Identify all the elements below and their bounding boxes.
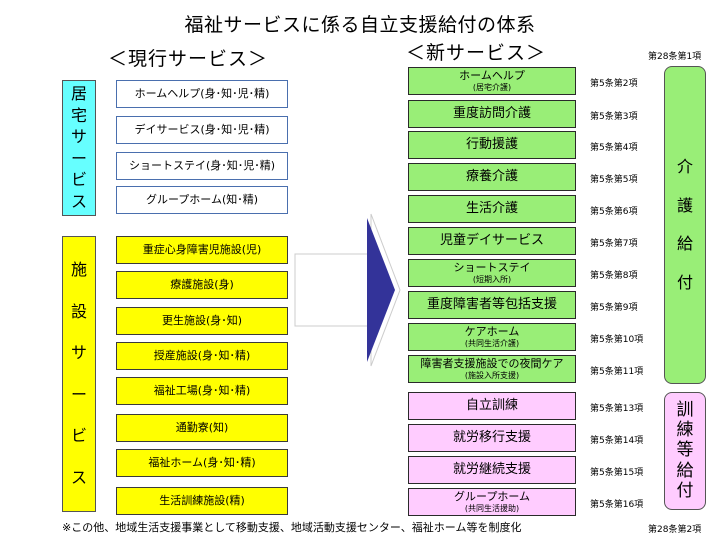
new-service-label: 重度訪問介護 bbox=[452, 105, 531, 121]
new-service-ref: 第5条第16項 bbox=[590, 500, 644, 510]
new-service-ref: 第5条第14項 bbox=[590, 436, 644, 446]
new-service-label: ショートステイ bbox=[453, 261, 531, 275]
new-service-box: 就労移行支援 bbox=[408, 424, 576, 452]
transition-arrow bbox=[294, 213, 401, 367]
new-service-ref: 第5条第7項 bbox=[590, 239, 638, 249]
new-service-note: (居宅介護) bbox=[472, 82, 512, 92]
home-service-label-char: 居 bbox=[70, 84, 87, 104]
new-service-note: (共同生活介護) bbox=[464, 338, 520, 348]
new-service-label: 就労継続支援 bbox=[452, 461, 531, 477]
new-service-note: (短期入所) bbox=[472, 274, 512, 284]
home-service-label-char: ビ bbox=[70, 170, 87, 190]
bottom-ref-label: 第28条第2項 bbox=[648, 525, 702, 535]
new-service-box: 児童デイサービス bbox=[408, 227, 576, 255]
diagram-title: 福祉サービスに係る自立支援給付の体系 bbox=[184, 14, 536, 36]
training-benefit-label-char: 練 bbox=[676, 420, 694, 441]
new-service-box: 障害者支援施設での夜間ケア(施設入所支援) bbox=[408, 355, 576, 383]
new-service-box: 自立訓練 bbox=[408, 392, 576, 420]
training-benefit-label-char: 付 bbox=[676, 480, 694, 501]
care-benefit-label-char: 護 bbox=[676, 195, 693, 215]
new-service-label: 重度障害者等包括支援 bbox=[426, 296, 557, 312]
new-service-box: 重度訪問介護 bbox=[408, 100, 576, 128]
facility-service-box: 福祉工場(身･知･精) bbox=[116, 377, 288, 405]
home-service-label-char: 宅 bbox=[70, 105, 87, 125]
new-service-box: 行動援護 bbox=[408, 131, 576, 159]
new-service-ref: 第5条第5項 bbox=[590, 175, 638, 185]
training-benefit-label-char: 等 bbox=[676, 440, 694, 461]
facility-service-label: 施設サービス bbox=[62, 236, 96, 512]
new-service-ref: 第5条第15項 bbox=[590, 468, 644, 478]
facility-service-label-char: ビ bbox=[70, 426, 87, 446]
new-service-box: ケアホーム(共同生活介護) bbox=[408, 323, 576, 351]
home-service-label-char: サ bbox=[70, 127, 87, 147]
new-service-label: グループホーム bbox=[453, 490, 530, 504]
new-service-ref: 第5条第3項 bbox=[590, 112, 638, 122]
new-service-box: 重度障害者等包括支援 bbox=[408, 291, 576, 319]
new-service-ref: 第5条第6項 bbox=[590, 207, 638, 217]
new-service-label: 生活介護 bbox=[465, 200, 518, 216]
new-services-header: ＜新サービス＞ bbox=[406, 42, 547, 64]
care-benefit-label-char: 介 bbox=[676, 157, 693, 177]
training-benefit-label-char: 訓 bbox=[676, 400, 694, 421]
home-service-box: デイサービス(身･知･児･精) bbox=[116, 116, 288, 144]
facility-service-box: 生活訓練施設(精) bbox=[116, 487, 288, 515]
new-service-ref: 第5条第13項 bbox=[590, 404, 644, 414]
footnote: ※この他、地域生活支援事業として移動支援、地域活動支援センター、福祉ホーム等を制… bbox=[62, 521, 522, 534]
new-service-ref: 第5条第10項 bbox=[590, 335, 644, 345]
care-benefit-label-char: 付 bbox=[676, 272, 693, 292]
facility-service-label-char: サ bbox=[70, 343, 87, 363]
facility-service-box: 療護施設(身) bbox=[116, 271, 288, 299]
facility-service-label-char: 施 bbox=[70, 260, 87, 280]
top-ref-label: 第28条第1項 bbox=[648, 52, 702, 62]
facility-service-box: 更生施設(身･知) bbox=[116, 307, 288, 335]
facility-service-box: 福祉ホーム(身･知･精) bbox=[116, 449, 288, 477]
home-service-label-char: ー bbox=[70, 148, 87, 168]
training-benefit-label: 訓練等給付 bbox=[664, 392, 706, 510]
home-service-label: 居宅サービス bbox=[62, 80, 96, 216]
new-service-label: 行動援護 bbox=[465, 136, 518, 152]
facility-service-label-char: ー bbox=[70, 384, 87, 404]
new-service-ref: 第5条第2項 bbox=[590, 79, 638, 89]
facility-service-label-char: 設 bbox=[70, 301, 87, 321]
new-service-box: ホームヘルプ(居宅介護) bbox=[408, 67, 576, 95]
new-service-ref: 第5条第8項 bbox=[590, 271, 638, 281]
new-service-ref: 第5条第11項 bbox=[590, 367, 644, 377]
new-service-label: 障害者支援施設での夜間ケア bbox=[420, 357, 564, 371]
training-benefit-label-char: 給 bbox=[676, 460, 694, 481]
new-service-box: 生活介護 bbox=[408, 195, 576, 223]
current-services-header: ＜現行サービス＞ bbox=[108, 48, 269, 70]
new-service-label: 療養介護 bbox=[465, 168, 518, 184]
new-service-label: 自立訓練 bbox=[465, 397, 518, 413]
new-service-label: ホームヘルプ bbox=[459, 69, 525, 83]
new-service-label: ケアホーム bbox=[464, 325, 520, 339]
new-service-note: (施設入所支援) bbox=[464, 370, 520, 380]
new-service-ref: 第5条第4項 bbox=[590, 143, 638, 153]
new-service-label: 児童デイサービス bbox=[439, 232, 544, 248]
facility-service-box: 通勤寮(知) bbox=[116, 414, 288, 442]
care-benefit-label-char: 給 bbox=[676, 234, 693, 254]
care-benefit-label: 介護給付 bbox=[664, 66, 706, 384]
new-service-box: 療養介護 bbox=[408, 163, 576, 191]
home-service-box: ショートステイ(身･知･児･精) bbox=[116, 152, 288, 180]
new-service-label: 就労移行支援 bbox=[452, 429, 531, 445]
new-service-box: 就労継続支援 bbox=[408, 456, 576, 484]
new-service-box: ショートステイ(短期入所) bbox=[408, 259, 576, 287]
home-service-label-char: ス bbox=[70, 191, 87, 211]
new-service-ref: 第5条第9項 bbox=[590, 303, 638, 313]
new-service-box: グループホーム(共同生活援助) bbox=[408, 488, 576, 516]
facility-service-label-char: ス bbox=[70, 467, 87, 487]
facility-service-box: 重症心身障害児施設(児) bbox=[116, 236, 288, 264]
home-service-box: ホームヘルプ(身･知･児･精) bbox=[116, 80, 288, 108]
home-service-box: グループホーム(知･精) bbox=[116, 186, 288, 214]
facility-service-box: 授産施設(身･知･精) bbox=[116, 342, 288, 370]
new-service-note: (共同生活援助) bbox=[464, 503, 520, 513]
